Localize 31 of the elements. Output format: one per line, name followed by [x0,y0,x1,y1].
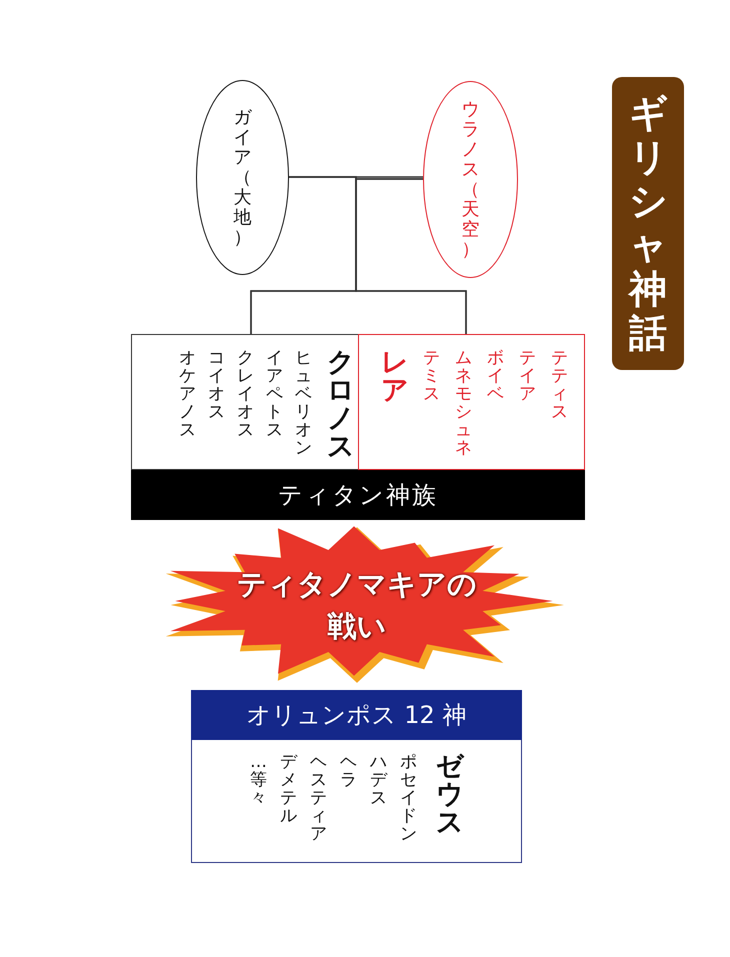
name-text: コイオス [208,349,225,421]
title-banner: ギリシャ神話 [612,77,684,370]
name-text: オケアノス [179,349,196,439]
name-text: ハデス [370,753,387,807]
name-text: クレイオス [237,349,254,439]
name-text: テミス [423,349,440,403]
group-frame [191,690,522,863]
heading-name: レア [381,349,408,405]
event-text: ティタノマキアの戦い [236,566,478,645]
name-text: ボイベ [487,349,504,403]
name-text: …等々 [250,753,267,807]
name-text: テイア [519,349,536,403]
family-box [358,334,585,470]
name-text: ヘラ [340,753,357,789]
name-text: ムネモシュネ [455,349,472,457]
name-text: テティス [551,349,568,421]
name-text: ポセイドン [400,753,417,843]
heading-name: クロノス [327,349,354,461]
name-text: ウラノス（天空） [462,100,480,260]
group-label: ティタン神族 [131,470,585,520]
name-text: イアペトス [266,349,283,439]
connector-line [355,178,467,334]
group-label: オリュンポス 12 神 [191,690,522,740]
heading-name: ゼウス [436,753,463,837]
group-frame [131,334,585,520]
parent-ellipse [423,81,518,278]
name-text: ガイア（大地） [234,108,252,248]
parent-ellipse [196,80,289,275]
name-text: デメテル [280,753,297,825]
name-text: ヒュベリオン [295,349,312,457]
name-text: ヘスティア [310,753,327,843]
